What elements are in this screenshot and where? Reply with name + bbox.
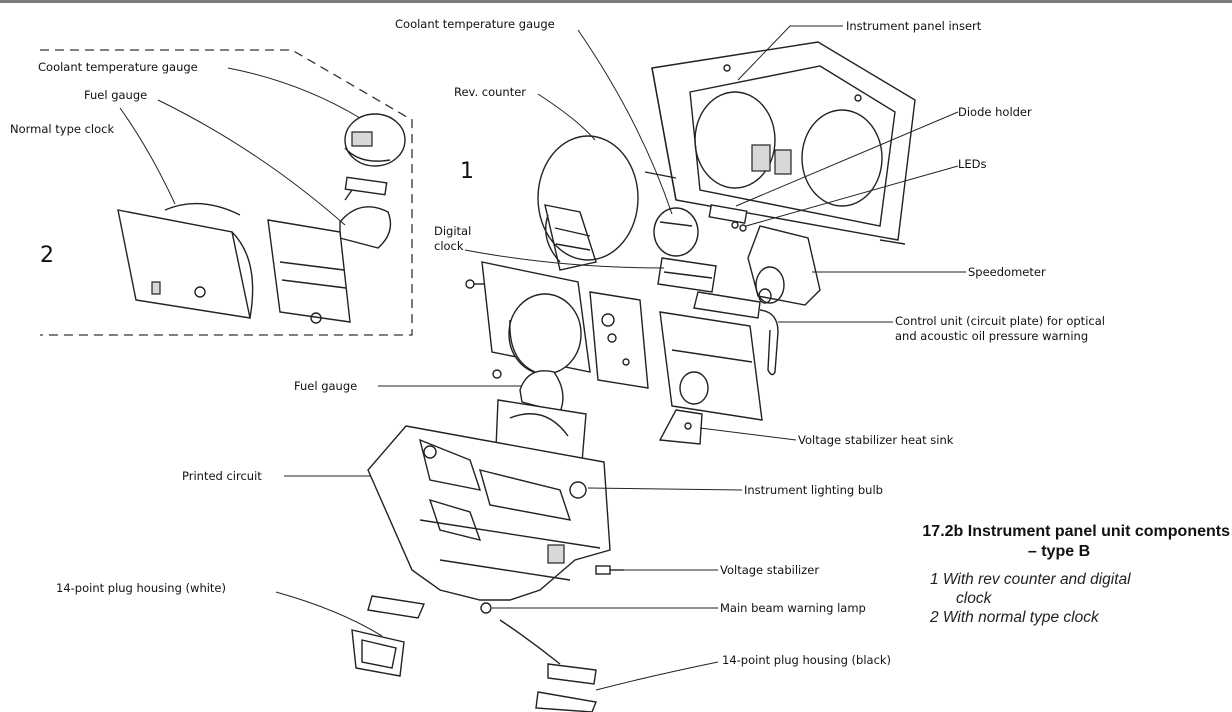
middle-plate-part [589, 291, 649, 389]
plug-white-part [351, 595, 425, 677]
label-fuel-gauge-inset: Fuel gauge [84, 88, 147, 102]
label-digital-clock-line1: Digital [434, 224, 471, 238]
caption-item1-line2: clock [956, 590, 992, 607]
view-number-2: 2 [40, 243, 54, 268]
caption-title-line1: 17.2b Instrument panel unit components [922, 523, 1230, 540]
plug-black-part [499, 619, 597, 712]
inset-fuel-gauge-part [339, 189, 392, 249]
label-coolant-gauge-inset: Coolant temperature gauge [38, 60, 198, 74]
label-leds: LEDs [958, 157, 987, 171]
label-printed-circuit: Printed circuit [182, 469, 262, 483]
label-plug-white: 14-point plug housing (white) [56, 581, 226, 595]
leader-lighting-bulb [587, 487, 743, 491]
normal-clock-part [117, 202, 254, 319]
front-plate-part [465, 261, 591, 375]
leader-plug-white [275, 591, 383, 637]
leader-normal-clock [119, 107, 176, 205]
label-speedometer: Speedometer [968, 265, 1046, 279]
top-border [0, 0, 1232, 3]
voltage-stabilizer-part [595, 565, 624, 575]
leader-panel-insert [737, 25, 843, 81]
leader-diode-holder [735, 111, 959, 207]
label-control-unit-line2: and acoustic oil pressure warning [895, 329, 1088, 343]
main-beam-lamp-part [480, 602, 492, 614]
caption-item2: 2 With normal type clock [930, 609, 1099, 626]
label-voltage-stabilizer: Voltage stabilizer [720, 563, 819, 577]
label-rev-counter: Rev. counter [454, 85, 526, 99]
view-number-1: 1 [460, 159, 474, 184]
leader-coolant-top [577, 29, 673, 215]
leader-digital-clock [464, 249, 665, 269]
label-control-unit-line1: Control unit (circuit plate) for optical [895, 314, 1105, 328]
inset-boundary [40, 49, 413, 336]
leader-leds [745, 165, 959, 227]
inset-circuit-plate-part [267, 219, 351, 324]
rev-counter-part [537, 135, 639, 271]
label-coolant-gauge-top: Coolant temperature gauge [395, 17, 555, 31]
label-main-beam: Main beam warning lamp [720, 601, 866, 615]
label-lighting-bulb: Instrument lighting bulb [744, 483, 883, 497]
leader-coolant-inset [227, 67, 361, 119]
inset-coolant-gauge-part [344, 113, 406, 167]
printed-circuit-part [367, 425, 611, 601]
label-diode-holder: Diode holder [958, 105, 1032, 119]
leader-plug-black [595, 661, 719, 691]
label-digital-clock-line2: clock [434, 239, 464, 253]
leader-heat-sink [699, 427, 797, 441]
diode-holder-part [708, 204, 748, 224]
right-plate-part [659, 311, 763, 421]
panel-insert-part [644, 41, 916, 245]
label-plug-black: 14-point plug housing (black) [722, 653, 891, 667]
caption-title-line2: – type B [1027, 543, 1091, 560]
digital-clock-part [657, 257, 717, 293]
label-fuel-gauge: Fuel gauge [294, 379, 357, 393]
caption-item1-line1: 1 With rev counter and digital [930, 571, 1131, 588]
coolant-gauge-part [653, 207, 699, 257]
figure-caption: 17.2b Instrument panel unit components –… [858, 522, 1230, 627]
label-heat-sink: Voltage stabilizer heat sink [798, 433, 954, 447]
control-unit-part [693, 291, 779, 376]
fuel-gauge-part [492, 369, 564, 413]
speedometer-part [747, 225, 821, 306]
label-instrument-panel-insert: Instrument panel insert [846, 19, 982, 33]
label-normal-type-clock: Normal type clock [10, 122, 114, 136]
heat-sink-part [658, 409, 703, 445]
inset-diode-part [344, 176, 388, 196]
leader-rev-counter [537, 93, 596, 141]
leds-part [731, 221, 747, 232]
leader-fuel-inset [157, 99, 346, 226]
